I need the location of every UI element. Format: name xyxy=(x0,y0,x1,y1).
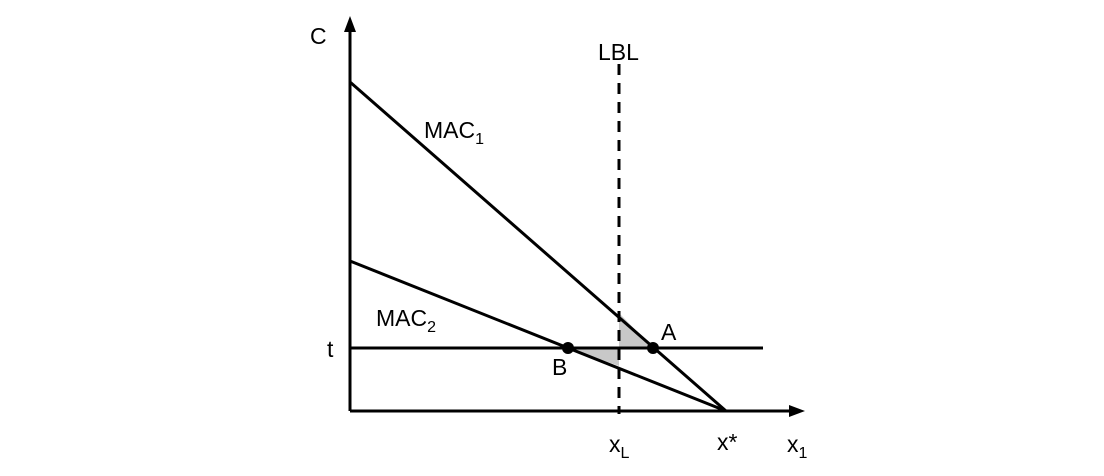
y-axis-label: C xyxy=(310,23,327,49)
point-b-marker xyxy=(562,342,574,354)
y-axis-arrowhead xyxy=(344,16,356,32)
x-axis-label-sub: 1 xyxy=(799,445,808,462)
mac1-line xyxy=(349,80,727,413)
lbl-label: LBL xyxy=(598,39,639,65)
x-axis-label: x1 xyxy=(787,431,808,462)
point-a-label: A xyxy=(661,319,677,345)
xl-label-main: x xyxy=(609,431,621,457)
point-a-marker xyxy=(647,342,659,354)
mac1-label-main: MAC xyxy=(424,117,475,143)
t-label: t xyxy=(327,336,334,362)
xstar-label: x* xyxy=(717,429,738,455)
mac1-label-sub: 1 xyxy=(475,131,484,148)
x-axis-label-main: x xyxy=(787,431,799,457)
x-axis-arrowhead xyxy=(789,405,805,417)
xl-label-sub: L xyxy=(621,445,630,462)
mac1-label: MAC1 xyxy=(424,117,484,148)
xl-label: xL xyxy=(609,431,630,462)
mac2-label: MAC2 xyxy=(376,305,436,336)
mac2-line xyxy=(349,259,727,413)
mac2-label-main: MAC xyxy=(376,305,427,331)
point-b-label: B xyxy=(552,354,567,380)
mac2-label-sub: 2 xyxy=(427,319,436,336)
